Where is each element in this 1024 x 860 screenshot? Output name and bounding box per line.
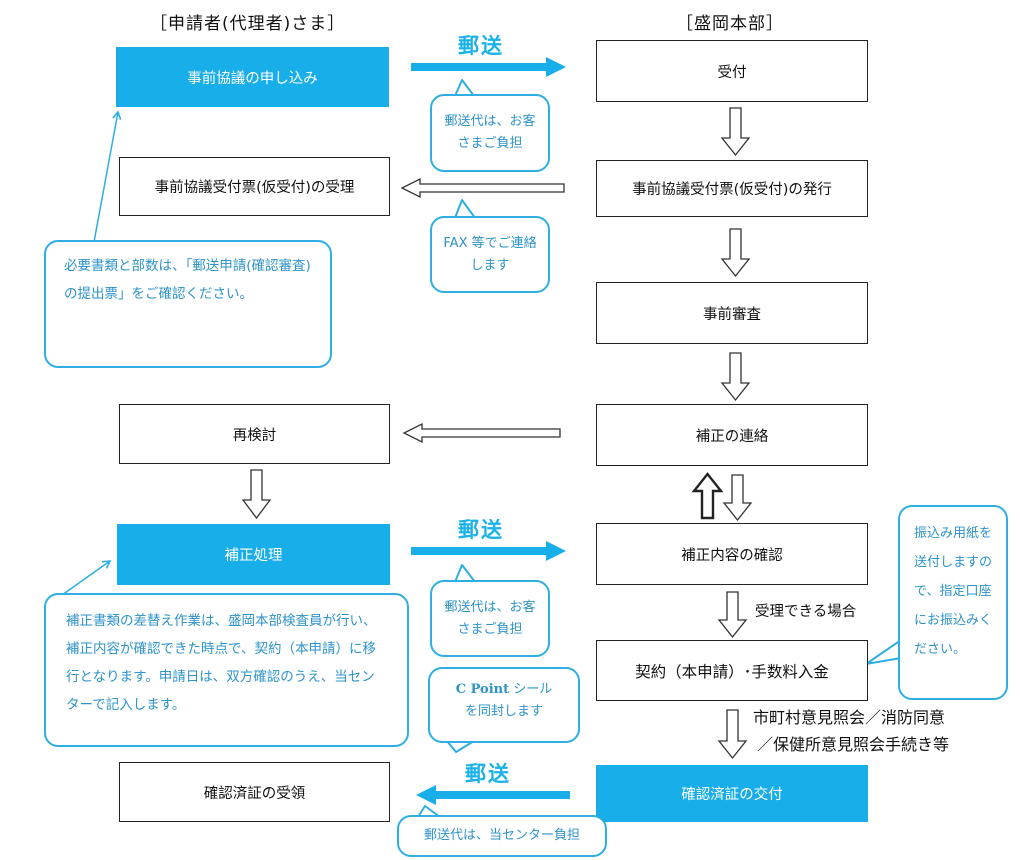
mail-label-3: 郵送 [465,762,511,786]
cpoint-note: C Point シール を同封します [428,667,580,743]
mail-arrow-2 [411,541,566,561]
municipal-procedures-line2: ／保健所意見照会手続き等 [757,735,950,754]
hollow-down-arrow-3 [720,352,751,402]
receipt-ticket-box: 事前協議受付票(仮受付)の受理 [119,157,390,216]
issue-ticket-label: 事前協議受付票(仮受付)の発行 [632,182,832,198]
correction-contact-label: 補正の連絡 [695,428,769,445]
mail-arrow-3 [416,785,570,805]
reconsider-label: 再検討 [232,427,277,444]
receipt-ticket-label: 事前協議受付票(仮受付)の受理 [154,180,355,196]
if-accepted-label: 受理できる場合 [755,604,857,620]
receive-certificate-label: 確認済証の受領 [203,785,306,802]
tail-transfer [865,639,902,665]
contract-box: 契約（本申請）･手数料入金 [596,640,868,701]
pre-review-box: 事前審査 [596,282,868,344]
apply-label: 事前協議の申し込み [187,70,318,87]
issue-certificate-box: 確認済証の交付 [596,765,868,822]
transfer-note: 振込み用紙を送付しますので、指定口座にお振込みください。 [898,505,1008,700]
postage-note-2: 郵送代は、お客さまご負担 [430,580,550,657]
hollow-down-arrow-5 [717,591,748,639]
hollow-down-arrow-2 [720,228,751,278]
reconsider-box: 再検討 [119,404,390,464]
issue-ticket-box: 事前協議受付票(仮受付)の発行 [596,160,868,217]
mail-arrow-1 [411,57,566,77]
fax-note: FAX 等でご連絡します [430,216,550,293]
municipal-procedures-line1: 市町村意見照会／消防同意 [753,708,946,727]
hollow-up-arrow [691,472,724,520]
mail-label-1: 郵送 [458,34,504,58]
correction-process-label: 補正処理 [224,548,283,564]
hollow-down-arrow-6 [717,709,748,760]
confirm-correction-label: 補正内容の確認 [681,547,783,564]
reception-label: 受付 [717,64,747,81]
correction-contact-box: 補正の連絡 [596,404,868,466]
correction-docs-note: 補正書類の差替え作業は、盛岡本部検査員が行い、補正内容が確認できた時点で、契約（… [44,593,409,747]
issue-certificate-label: 確認済証の交付 [681,787,783,803]
postage-note-1: 郵送代は、お客さまご負担 [430,94,550,172]
headquarters-header: ［盛岡本部］ [676,14,784,34]
documents-note: 必要書類と部数は、「郵送申請(確認審査)の提出票」をご確認ください。 [44,240,332,368]
correction-process-box: 補正処理 [117,524,390,585]
applicant-header: ［申請者(代理者)さま］ [150,14,346,34]
cpoint-logo-text: C Point [455,682,510,697]
hollow-down-arrow-4 [722,474,753,522]
pre-review-label: 事前審査 [703,306,761,323]
hollow-down-arrow-left [241,469,272,520]
hollow-left-arrow-2 [402,422,561,444]
apply-box: 事前協議の申し込み [116,47,389,107]
contract-label: 契約（本申請）･手数料入金 [635,662,829,681]
postage-note-3: 郵送代は、当センター負担 [397,815,607,857]
callout-pointer-correction [61,560,112,596]
callout-pointer-documents [93,110,122,243]
hollow-left-arrow-1 [400,177,565,199]
hollow-down-arrow-1 [720,107,751,157]
receive-certificate-box: 確認済証の受領 [119,762,390,822]
confirm-correction-box: 補正内容の確認 [596,523,868,585]
reception-box: 受付 [596,40,868,102]
mail-label-2: 郵送 [458,518,504,542]
